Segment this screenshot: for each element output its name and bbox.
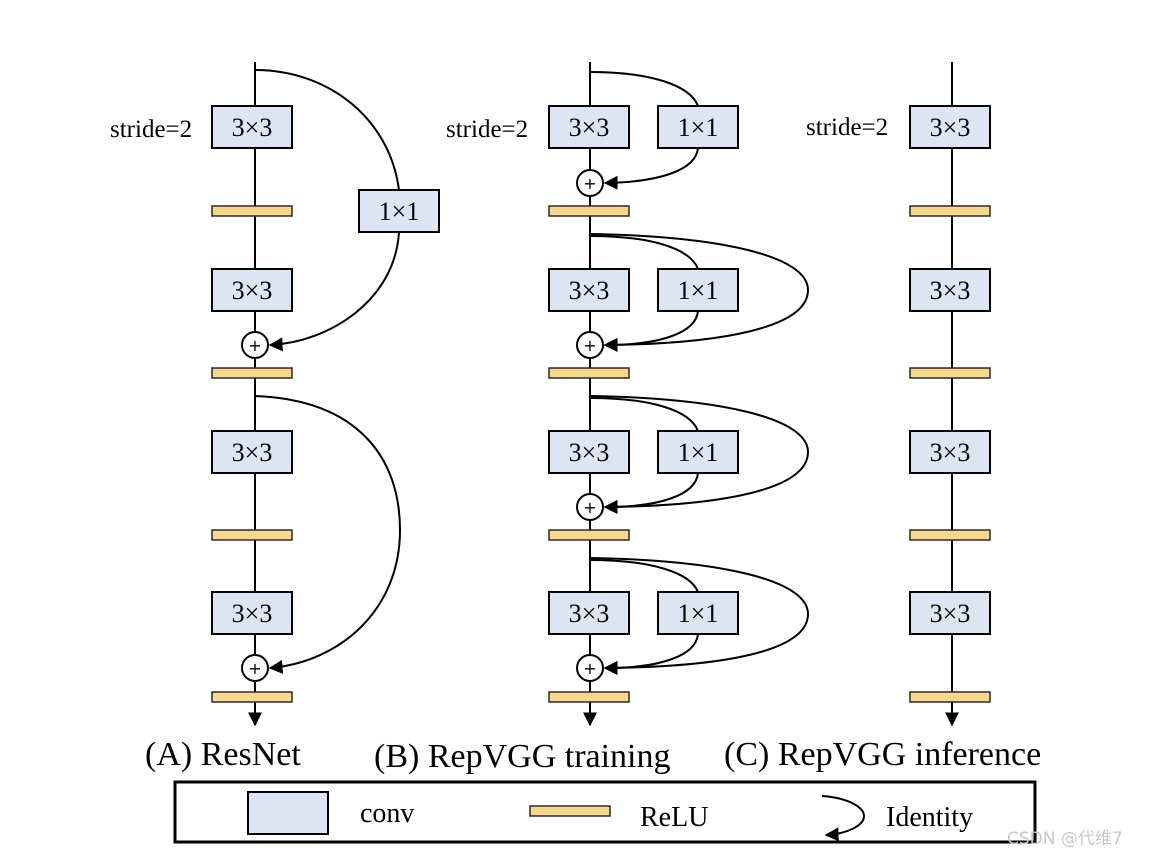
inference-caption: (C) RepVGG inference	[724, 736, 1041, 773]
legend-identity-icon	[821, 795, 866, 842]
resnet-column: stride=2 3×3 3×3 + 3×3 3×3 +	[110, 62, 440, 727]
training-conv-block-2: 3×3	[548, 268, 630, 312]
inference-conv-label-1: 3×3	[930, 113, 971, 142]
inference-conv-label-3: 3×3	[930, 438, 971, 467]
training-conv-label-3: 3×3	[569, 438, 610, 467]
inference-relu-4	[909, 691, 991, 703]
legend-conv-swatch	[247, 791, 329, 835]
training-branch-label-1: 1×1	[678, 113, 719, 142]
training-relu-3	[548, 529, 630, 541]
resnet-caption: (A) ResNet	[145, 736, 301, 773]
training-branch-label-3: 1×1	[678, 438, 719, 467]
legend-relu-swatch	[529, 805, 611, 817]
resnet-conv-label-2: 3×3	[232, 276, 273, 305]
sum-symbol: +	[583, 174, 596, 193]
resnet-conv-label-1: 3×3	[232, 113, 273, 142]
inference-relu-1	[909, 205, 991, 217]
inference-conv-block-2: 3×3	[909, 268, 991, 312]
training-relu-4	[548, 691, 630, 703]
resnet-sum-node-1: +	[241, 331, 269, 359]
training-conv-block-1: 3×3	[548, 105, 630, 149]
training-conv-label-4: 3×3	[569, 599, 610, 628]
training-relu-2	[548, 367, 630, 379]
training-conv-label-2: 3×3	[569, 276, 610, 305]
resnet-shortcut-conv-block: 1×1	[358, 189, 440, 233]
legend-identity-label: Identity	[886, 802, 973, 833]
resnet-sum-node-2: +	[241, 654, 269, 682]
resnet-conv-label-3: 3×3	[232, 438, 273, 467]
sum-symbol: +	[583, 498, 596, 517]
training-branch-edge-1-in	[589, 71, 699, 107]
training-branch-block-3: 1×1	[657, 430, 739, 474]
resnet-relu-4	[211, 691, 293, 703]
resnet-relu-1	[211, 205, 293, 217]
training-identity-edge-3	[589, 395, 810, 514]
watermark: CSDN @代维7	[1007, 829, 1123, 849]
inference-stride-label: stride=2	[806, 114, 888, 141]
legend-frame	[173, 780, 1037, 844]
resnet-shortcut-label: 1×1	[379, 197, 420, 226]
training-branch-edge-2-out	[603, 310, 699, 352]
legend: conv ReLU Identity	[173, 780, 1037, 844]
training-branch-edge-1-out	[603, 147, 699, 190]
sum-symbol: +	[583, 336, 596, 355]
inference-conv-block-4: 3×3	[909, 591, 991, 635]
training-identity-edge-2	[589, 233, 810, 352]
training-sum-node-4: +	[576, 654, 604, 682]
resnet-identity-shortcut	[254, 395, 402, 674]
resnet-projection-shortcut-bottom	[268, 231, 400, 352]
training-sum-node-1: +	[576, 169, 604, 197]
training-identity-edge-4	[589, 557, 810, 675]
resnet-conv-block-1: 3×3	[211, 105, 293, 149]
training-branch-block-4: 1×1	[657, 591, 739, 635]
resnet-relu-3	[211, 529, 293, 541]
training-conv-label-1: 3×3	[569, 113, 610, 142]
training-relu-1	[548, 205, 630, 217]
resnet-stride-label: stride=2	[110, 116, 192, 143]
training-branch-block-2: 1×1	[657, 268, 739, 312]
training-branch-block-1: 1×1	[657, 105, 739, 149]
inference-relu-2	[909, 367, 991, 379]
inference-conv-label-4: 3×3	[930, 599, 971, 628]
training-branch-edge-4-in	[589, 559, 699, 593]
training-branch-label-4: 1×1	[678, 599, 719, 628]
resnet-conv-label-4: 3×3	[232, 599, 273, 628]
training-sum-node-2: +	[576, 331, 604, 359]
inference-conv-block-1: 3×3	[909, 105, 991, 149]
training-branch-edge-4-out	[603, 633, 699, 675]
training-conv-block-3: 3×3	[548, 430, 630, 474]
repvgg-inference-column: stride=2 3×3 3×3 3×3 3×3	[806, 62, 991, 727]
sum-symbol: +	[248, 659, 261, 678]
legend-conv-label: conv	[360, 798, 414, 829]
repvgg-training-column: stride=2 3×3 1×1 + 3×3 1×1	[446, 62, 810, 727]
inference-conv-block-3: 3×3	[909, 430, 991, 474]
training-stride-label: stride=2	[446, 116, 528, 143]
inference-relu-3	[909, 529, 991, 541]
legend-relu-label: ReLU	[640, 802, 708, 833]
inference-conv-label-2: 3×3	[930, 276, 971, 305]
resnet-projection-shortcut-top	[254, 69, 400, 191]
training-sum-node-3: +	[576, 493, 604, 521]
training-branch-edge-3-in	[589, 397, 699, 432]
training-branch-edge-3-out	[603, 472, 699, 514]
training-branch-label-2: 1×1	[678, 276, 719, 305]
sum-symbol: +	[248, 336, 261, 355]
resnet-relu-2	[211, 367, 293, 379]
sum-symbol: +	[583, 659, 596, 678]
training-conv-block-4: 3×3	[548, 591, 630, 635]
resnet-conv-block-2: 3×3	[211, 268, 293, 312]
resnet-conv-block-4: 3×3	[211, 591, 293, 635]
resnet-conv-block-3: 3×3	[211, 430, 293, 474]
training-branch-edge-2-in	[589, 235, 699, 270]
training-caption: (B) RepVGG training	[374, 738, 671, 775]
